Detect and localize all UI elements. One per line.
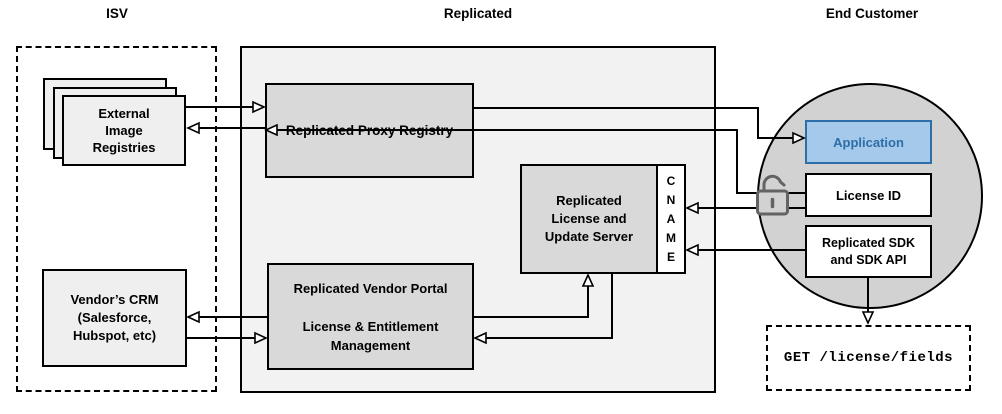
application-node: Application <box>805 120 932 164</box>
license-update-server-node: Replicated License and Update Server <box>520 164 658 274</box>
vendor-crm-node: Vendor’s CRM (Salesforce, Hubspot, etc) <box>42 269 187 367</box>
isv-dashed-container <box>16 46 217 392</box>
replicated-section-label: Replicated <box>443 6 513 21</box>
get-license-fields-node: GET /license/fields <box>766 325 971 391</box>
proxy-registry-node: Replicated Proxy Registry <box>265 83 474 178</box>
vendor-portal-node: Replicated Vendor Portal License & Entit… <box>267 263 474 370</box>
isv-section-label: ISV <box>106 6 128 21</box>
get-license-fields-label: GET /license/fields <box>783 350 954 366</box>
external-image-registries-node: External Image Registries <box>62 95 186 166</box>
license-id-node: License ID <box>805 173 932 217</box>
replicated-sdk-node: Replicated SDK and SDK API <box>805 225 932 278</box>
end-customer-section-label: End Customer <box>825 6 919 21</box>
cname-strip: C N A M E <box>656 164 686 274</box>
